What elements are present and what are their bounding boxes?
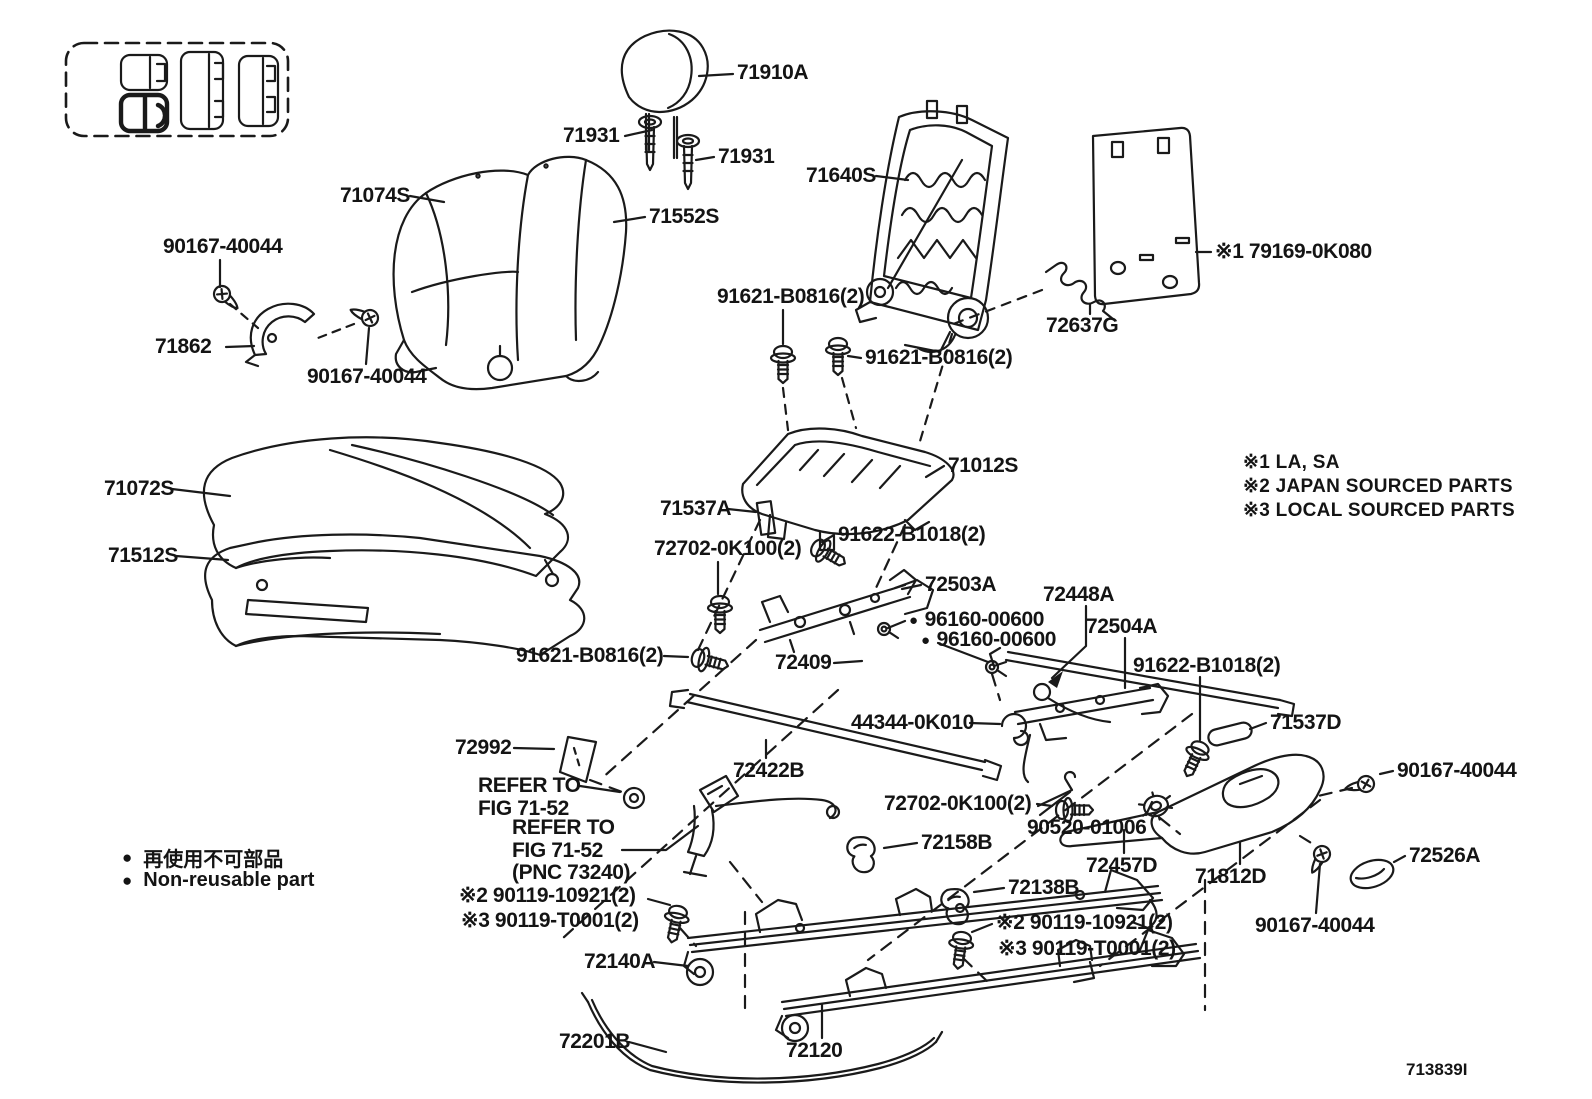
part-label-72457D: 72457D xyxy=(1086,854,1158,877)
part-label-91621-B0816-b: 91621-B0816(2) xyxy=(865,346,1013,369)
part-label-90119-T0001-a: ※3 90119-T0001(2) xyxy=(461,909,639,932)
part-label-72140A: 72140A xyxy=(584,950,656,973)
part-label-90167-40044-d: 90167-40044 xyxy=(1255,914,1375,937)
part-label-91621-B0816-a: 91621-B0816(2) xyxy=(717,285,865,308)
non-reusable-marker: ● xyxy=(122,848,133,867)
part-label-71862: 71862 xyxy=(155,335,212,358)
part-label-72702-0K100-a: 72702-0K100(2) xyxy=(654,537,802,560)
vehicle-seat-layout-inset xyxy=(64,41,290,138)
part-label-72201B: 72201B xyxy=(559,1030,631,1053)
part-label-72992: 72992 xyxy=(455,736,512,759)
seat-track-right-drawing xyxy=(1000,682,1170,784)
part-label-90119-T0001-b: ※3 90119-T0001(2) xyxy=(998,937,1176,960)
footnote-3: ※3 LOCAL SOURCED PARTS xyxy=(1243,500,1516,521)
cap-72526A-drawing xyxy=(1349,858,1395,890)
part-label-72526A: 72526A xyxy=(1409,844,1481,867)
non-reusable-marker: ● xyxy=(122,871,133,890)
seat-shield-drawing xyxy=(1059,753,1325,855)
part-label-71012S: 71012S xyxy=(948,454,1019,477)
clip-72158B-drawing xyxy=(843,832,882,877)
part-label-90119-10921-b: ※2 90119-10921(2) xyxy=(996,911,1173,934)
bolt-drawing-e xyxy=(687,643,733,679)
seat-cushion-drawing xyxy=(202,436,570,588)
part-label-91622-B1018-a: 91622-B1018(2) xyxy=(838,523,986,546)
screw-drawing-a xyxy=(209,281,245,315)
seat-back-cover-drawing xyxy=(392,155,628,391)
part-label-71931-a: 71931 xyxy=(563,124,620,147)
seat-belt-buckle-drawing xyxy=(622,774,841,878)
bolt-drawing-a xyxy=(769,344,797,385)
pin-with-flag-drawing xyxy=(1036,770,1077,808)
spacer-71537A-drawing xyxy=(755,500,777,536)
part-label-72503A: 72503A xyxy=(925,573,997,596)
part-label-72702-0K100-b: 72702-0K100(2) xyxy=(884,792,1032,815)
leader-lines xyxy=(170,72,1407,1054)
part-label-71537A: 71537A xyxy=(660,497,732,520)
headrest-support-drawing-b xyxy=(675,133,701,191)
part-label-72120: 72120 xyxy=(786,1039,843,1062)
part-label-71910A: 71910A xyxy=(737,61,809,84)
seat-back-board-drawing xyxy=(1091,126,1201,306)
part-label-91621-B0816-c: 91621-B0816(2) xyxy=(516,644,664,667)
part-label-96160-00600-b: ● 96160-00600 xyxy=(921,628,1057,651)
part-label-71072S: 71072S xyxy=(104,477,175,500)
part-label-72138B: 72138B xyxy=(1008,876,1080,899)
part-label-72637G: 72637G xyxy=(1046,314,1119,337)
part-label-71812D: 71812D xyxy=(1195,865,1267,888)
part-label-72504A: 72504A xyxy=(1086,615,1158,638)
part-label-44344-0K010: 44344-0K010 xyxy=(851,711,974,734)
wire-72201B-drawing xyxy=(580,991,944,1084)
cushion-pan-drawing xyxy=(741,427,955,552)
wedge-72992-drawing xyxy=(558,735,598,784)
non-reusable-marker: ● xyxy=(909,611,918,629)
non-reusable-marker: ● xyxy=(921,631,930,649)
refer-to-fig-label-b: REFER TO FIG 71-52 (PNC 73240) xyxy=(512,816,631,885)
bolt-drawing-d xyxy=(706,594,734,635)
part-label-90119-10921-a: ※2 90119-10921(2) xyxy=(459,884,636,907)
part-label-71537D: 71537D xyxy=(1270,711,1342,734)
part-label-79169-0K080: ※1 79169-0K080 xyxy=(1215,240,1372,263)
part-label-72448A: 72448A xyxy=(1043,583,1115,606)
screw-drawing-c xyxy=(1342,773,1377,799)
rod-72422B-drawing xyxy=(668,688,1003,782)
part-label-91622-B1018-b: 91622-B1018(2) xyxy=(1133,654,1281,677)
part-label-72409: 72409 xyxy=(775,651,832,674)
headrest-drawing xyxy=(620,29,709,160)
headrest-support-drawing-a xyxy=(637,114,663,172)
part-label-71512S: 71512S xyxy=(108,544,179,567)
bracket-71862-drawing xyxy=(244,302,316,368)
part-label-90167-40044-c: 90167-40044 xyxy=(1397,759,1517,782)
part-label-71552S: 71552S xyxy=(649,205,720,228)
part-label-71640S: 71640S xyxy=(806,164,877,187)
part-label-96160-00600-a: ● 96160-00600 xyxy=(909,608,1045,631)
cushion-frame-drawing xyxy=(204,533,586,657)
seat-track-upper-drawing xyxy=(758,568,935,654)
part-label-90167-40044-a: 90167-40044 xyxy=(163,235,283,258)
spacer-71537D-drawing xyxy=(1207,721,1253,747)
part-label-90520-01006: 90520-01006 xyxy=(1027,816,1147,839)
seat-track-inner-drawing xyxy=(774,928,1202,1043)
bolt-drawing-b xyxy=(824,336,852,377)
seat-back-frame-drawing xyxy=(854,99,1010,354)
footnote-2: ※2 JAPAN SOURCED PARTS xyxy=(1243,476,1513,497)
drawing-code: 713839I xyxy=(1406,1060,1468,1079)
bolt-drawing-h xyxy=(658,902,693,946)
bolt-drawing-f xyxy=(1174,736,1215,783)
part-label-90167-40044-b: 90167-40044 xyxy=(307,365,427,388)
construction-dashed-lines xyxy=(561,638,1354,1012)
seat-track-outer-drawing xyxy=(682,868,1164,987)
legend-non-reusable-en: ● Non-reusable part xyxy=(122,869,315,891)
arrowhead-72448A xyxy=(1048,671,1063,688)
part-label-71074S: 71074S xyxy=(340,184,411,207)
spring-72637G-drawing xyxy=(1044,261,1115,321)
part-label-71931-b: 71931 xyxy=(718,145,775,168)
footnote-1: ※1 LA, SA xyxy=(1243,452,1340,473)
part-label-72158B: 72158B xyxy=(921,831,993,854)
refer-to-fig-label-a: REFER TO FIG 71-52 xyxy=(478,774,581,820)
legend-non-reusable-jp: ● 再使用不可部品 xyxy=(122,848,284,871)
part-label-72422B: 72422B xyxy=(733,759,805,782)
